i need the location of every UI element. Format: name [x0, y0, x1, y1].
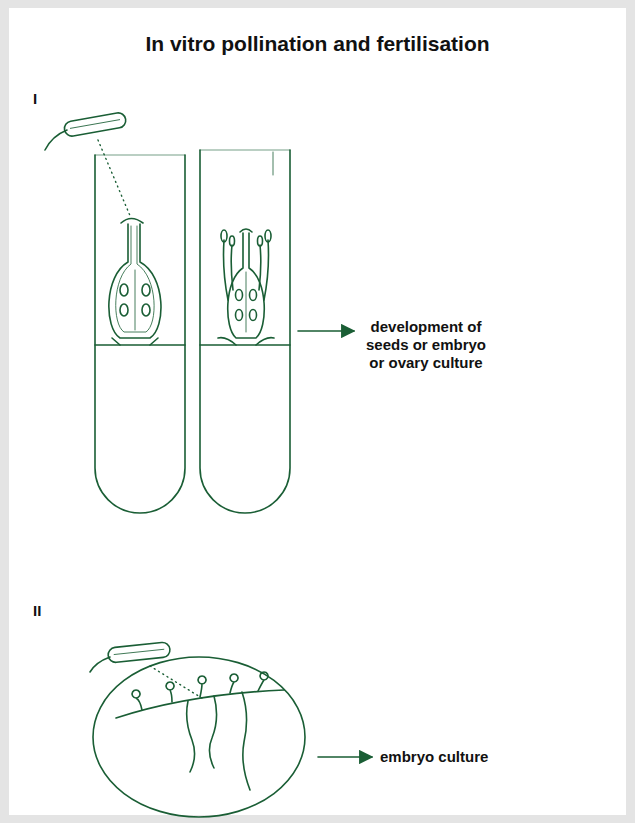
test-tube [200, 150, 290, 513]
result-note: development of seeds or embryo or ovary … [362, 318, 490, 372]
pollen-brush [45, 112, 127, 150]
diagram-title: In vitro pollination and fertilisation [20, 31, 615, 56]
background-panel [9, 8, 626, 815]
pollen-dots [98, 140, 131, 218]
flower [218, 229, 274, 345]
section-number: II [33, 602, 41, 620]
pollen-dots [150, 666, 205, 700]
section-number: I [33, 90, 37, 108]
petri-dish [93, 657, 305, 817]
placenta-with-ovules [116, 672, 284, 790]
arrow [318, 756, 372, 758]
arrow [298, 330, 354, 332]
test-tube [95, 155, 185, 513]
pollen-brush [90, 642, 171, 672]
result-note: embryo culture [380, 748, 488, 766]
pistil [109, 219, 161, 346]
